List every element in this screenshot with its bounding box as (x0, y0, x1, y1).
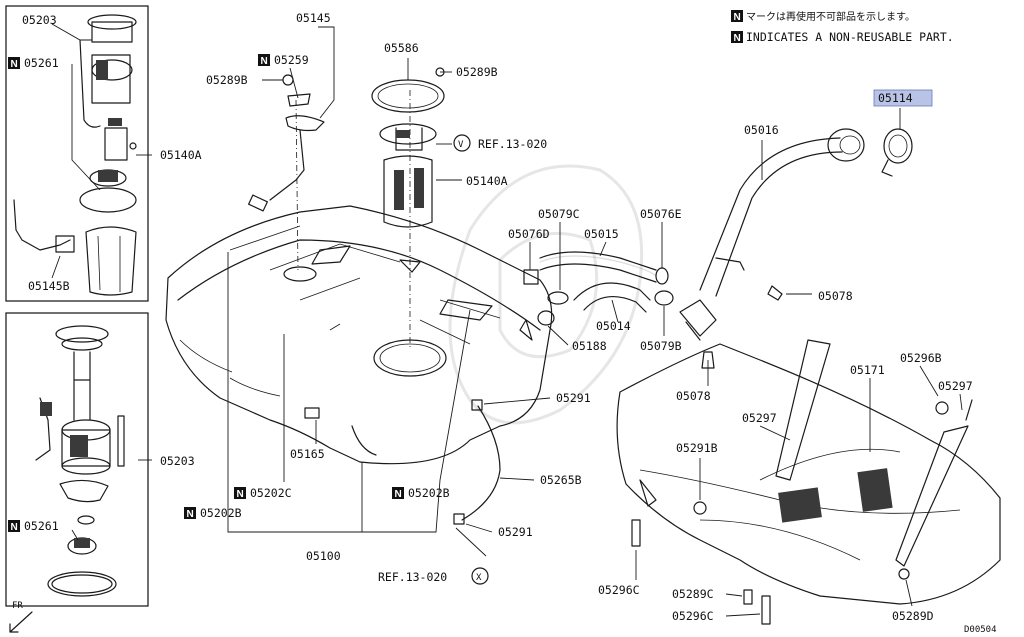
label-05015: 05015 (584, 227, 619, 241)
label-05296B: 05296B (900, 351, 942, 365)
svg-text:N: N (11, 522, 18, 533)
label-05296C-bottom: 05296C (672, 609, 714, 623)
label-fr: FR (12, 601, 23, 611)
pump-assembly-panel-top (5, 5, 149, 302)
svg-text:N: N (187, 509, 194, 520)
label-05297-right: 05297 (938, 379, 973, 393)
leaders-bottom (635, 550, 913, 617)
svg-text:N: N (734, 12, 741, 23)
fuel-level-sender (248, 74, 325, 212)
leaders-top-panel (51, 23, 152, 279)
circle-x-letter: X (476, 573, 482, 583)
leaders-filler (707, 108, 901, 386)
label-05203-top: 05203 (22, 13, 57, 27)
leaders-vapor (455, 397, 551, 557)
fuel-pump-module-top (13, 14, 137, 296)
label-05259: 05259 (274, 53, 309, 67)
fuel-pump-module-bottom (35, 325, 125, 597)
label-05265B: 05265B (540, 473, 582, 487)
label-05079B: 05079B (640, 339, 682, 353)
label-05203-mid: 05203 (160, 454, 195, 468)
fuel-hoses (523, 251, 674, 326)
circle-v-letter: V (458, 140, 464, 150)
label-05289B-left: 05289B (206, 73, 248, 87)
fuel-tank (165, 205, 553, 465)
label-05165: 05165 (290, 447, 325, 461)
label-ref-13-020-x: REF.13-020 (378, 570, 447, 584)
non-reusable-badge: N (731, 10, 743, 23)
label-05291B: 05291B (676, 441, 718, 455)
label-05014: 05014 (596, 319, 631, 333)
label-05202C: 05202C (250, 486, 292, 500)
label-05145: 05145 (296, 11, 331, 25)
non-reusable-badge: N (8, 57, 20, 70)
label-ref-13-020-v: REF.13-020 (478, 137, 547, 151)
svg-text:N: N (395, 489, 402, 500)
leaders-protector (699, 365, 963, 500)
label-05202B-left: 05202B (200, 506, 242, 520)
label-05289D: 05289D (892, 609, 934, 623)
non-reusable-badge: N (392, 487, 404, 500)
label-05079C: 05079C (538, 207, 580, 221)
bottom-bolts (631, 479, 910, 625)
label-05188: 05188 (572, 339, 607, 353)
highlight-05114 (873, 89, 933, 107)
label-05140A-center: 05140A (466, 174, 508, 188)
fuel-cap (881, 128, 913, 177)
label-05078-low: 05078 (676, 389, 711, 403)
label-05140A-left: 05140A (160, 148, 202, 162)
leaders-tank (227, 252, 471, 533)
leaders-bottom-panel (71, 459, 152, 541)
legend-japanese: マークは再使用不可部品を示します。 (746, 10, 915, 23)
leaders-05145 (262, 26, 335, 119)
label-05261-top: 05261 (24, 56, 59, 70)
ref-circle-v (453, 134, 471, 152)
label-05076E: 05076E (640, 207, 682, 221)
non-reusable-badge: N (184, 507, 196, 520)
leaders-center-pump (407, 58, 462, 181)
label-05291-lower: 05291 (498, 525, 533, 539)
label-05114: 05114 (878, 91, 913, 105)
label-05297-mid: 05297 (742, 411, 777, 425)
label-05289C: 05289C (672, 587, 714, 601)
label-05076D: 05076D (508, 227, 550, 241)
fuel-tank-protector (616, 339, 1001, 605)
label-05145B: 05145B (28, 279, 70, 293)
non-reusable-badge: N (8, 520, 20, 533)
label-05202B-right: 05202B (408, 486, 450, 500)
label-05289B-right: 05289B (456, 65, 498, 79)
svg-text:N: N (734, 33, 741, 44)
label-05296C-left: 05296C (598, 583, 640, 597)
bolt-05078-right (767, 285, 783, 301)
svg-text:N: N (237, 489, 244, 500)
tank-dash-lines (295, 90, 411, 350)
bolt-05078-low (701, 351, 715, 369)
non-reusable-badge: N (234, 487, 246, 500)
diagram-code: D00504 (964, 625, 997, 635)
label-05171: 05171 (850, 363, 885, 377)
ref-circle-x (471, 567, 489, 585)
fuel-pump-module-center (379, 123, 437, 228)
non-reusable-badge: N (731, 31, 743, 44)
leaders-hoses (529, 222, 665, 346)
svg-text:N: N (261, 56, 268, 67)
front-direction-arrow (9, 611, 33, 633)
label-05291-upper: 05291 (556, 391, 591, 405)
label-05100: 05100 (306, 549, 341, 563)
pump-assembly-panel-bottom (5, 312, 149, 607)
label-05016: 05016 (744, 123, 779, 137)
non-reusable-badge: N (258, 54, 270, 67)
svg-text:N: N (11, 59, 18, 70)
vapor-line (453, 399, 501, 525)
legend-english: INDICATES A NON-REUSABLE PART. (746, 30, 954, 44)
label-05261-bottom: 05261 (24, 519, 59, 533)
label-05586: 05586 (384, 41, 419, 55)
label-05078-right: 05078 (818, 289, 853, 303)
filler-neck (679, 128, 865, 341)
watermark-emblem (448, 164, 644, 425)
